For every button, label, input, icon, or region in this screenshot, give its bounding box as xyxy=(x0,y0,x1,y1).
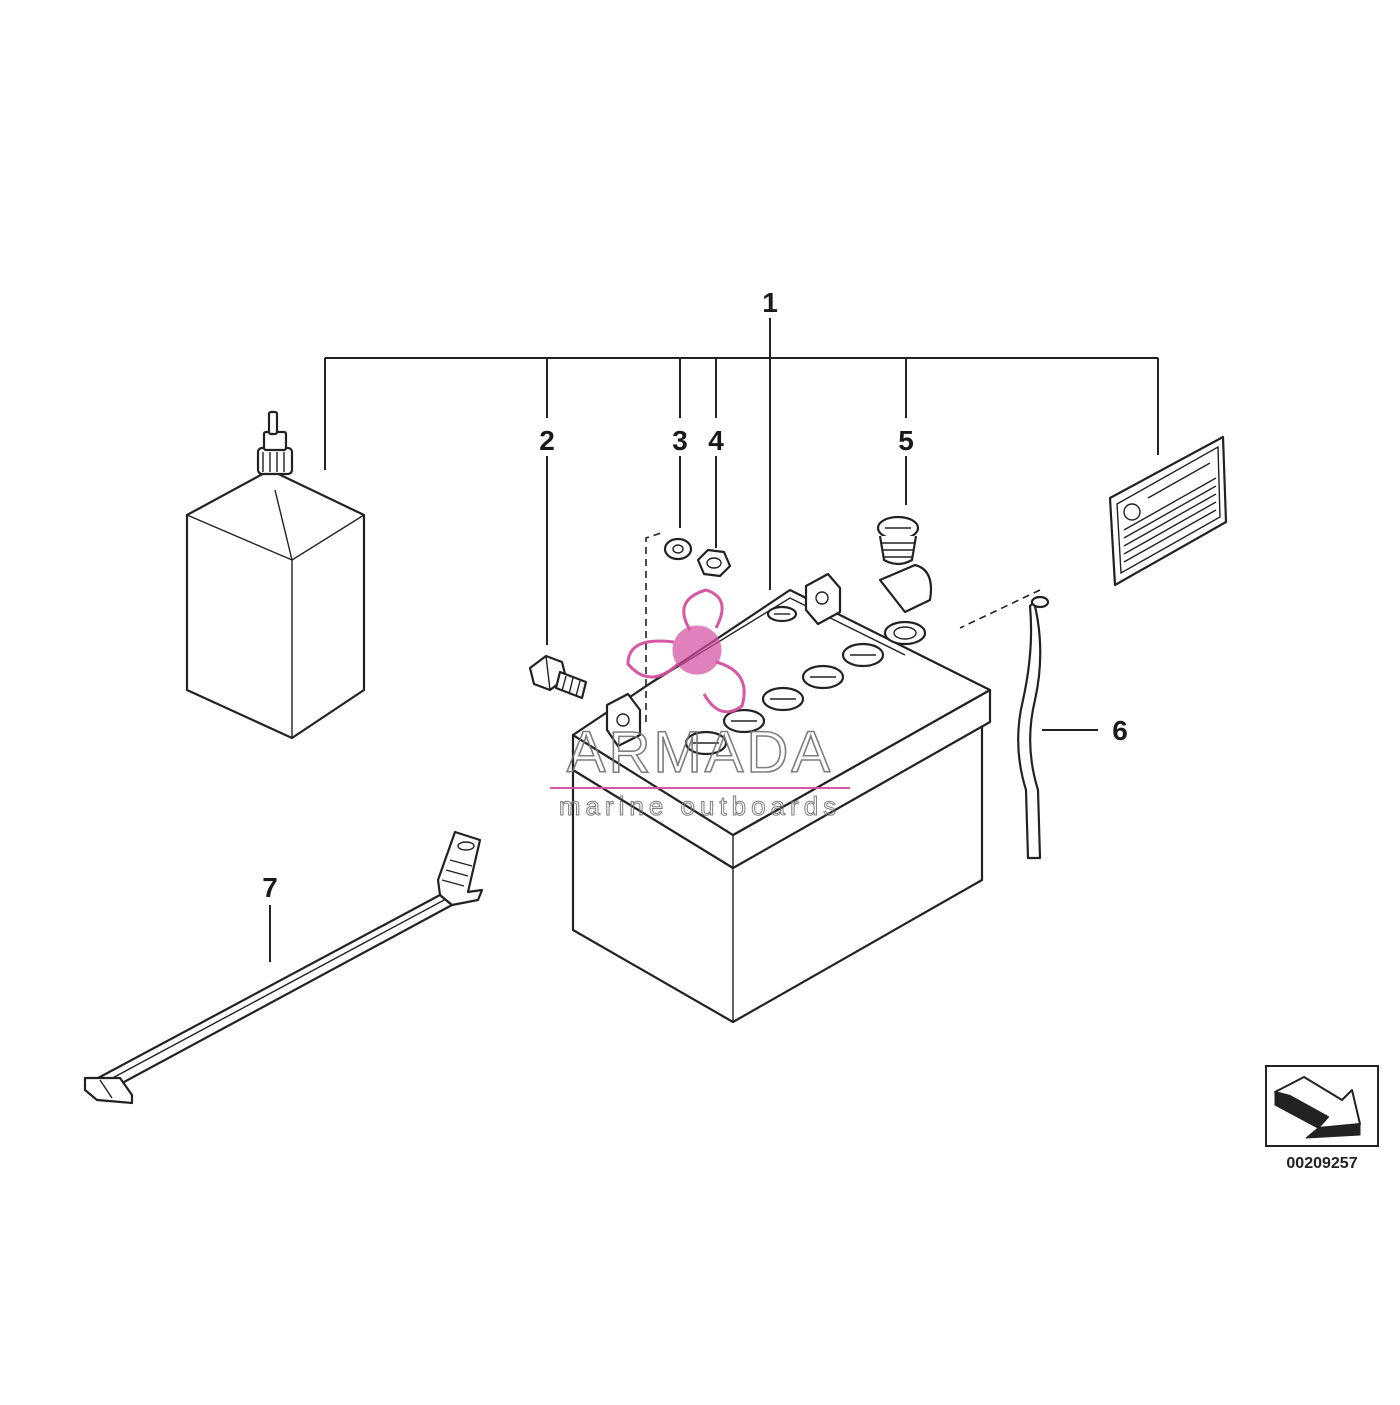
watermark-tagline: marine outboards xyxy=(559,791,841,821)
vent-hose xyxy=(1017,595,1050,860)
battery-terminal-positive xyxy=(605,692,642,748)
propeller-logo xyxy=(626,588,746,714)
diagram-reference-number: 00209257 xyxy=(1286,1155,1357,1172)
electrolyte-bottle xyxy=(185,410,366,740)
callout-4: 4 xyxy=(708,425,724,456)
callout-3: 3 xyxy=(672,425,688,456)
leader-lines xyxy=(269,318,1159,962)
watermark: ARMADA marine outboards xyxy=(550,588,850,822)
callout-2: 2 xyxy=(539,425,555,456)
direction-arrow-icon xyxy=(1265,1065,1379,1147)
washer xyxy=(663,537,693,561)
callout-5: 5 xyxy=(898,425,914,456)
terminal-bolt xyxy=(528,654,588,700)
hex-nut xyxy=(696,548,732,578)
vent-caps xyxy=(684,620,927,756)
watermark-brand: ARMADA xyxy=(567,720,833,785)
callout-6: 6 xyxy=(1112,715,1128,746)
battery-terminal-negative xyxy=(804,572,842,626)
label-card xyxy=(1108,435,1228,587)
callout-7: 7 xyxy=(262,872,278,903)
battery xyxy=(571,531,1041,1024)
callout-labels: 1 2 3 4 5 6 7 xyxy=(262,287,1128,903)
retaining-strap xyxy=(83,830,484,1105)
callout-1: 1 xyxy=(762,287,778,318)
vent-plug xyxy=(876,515,920,566)
